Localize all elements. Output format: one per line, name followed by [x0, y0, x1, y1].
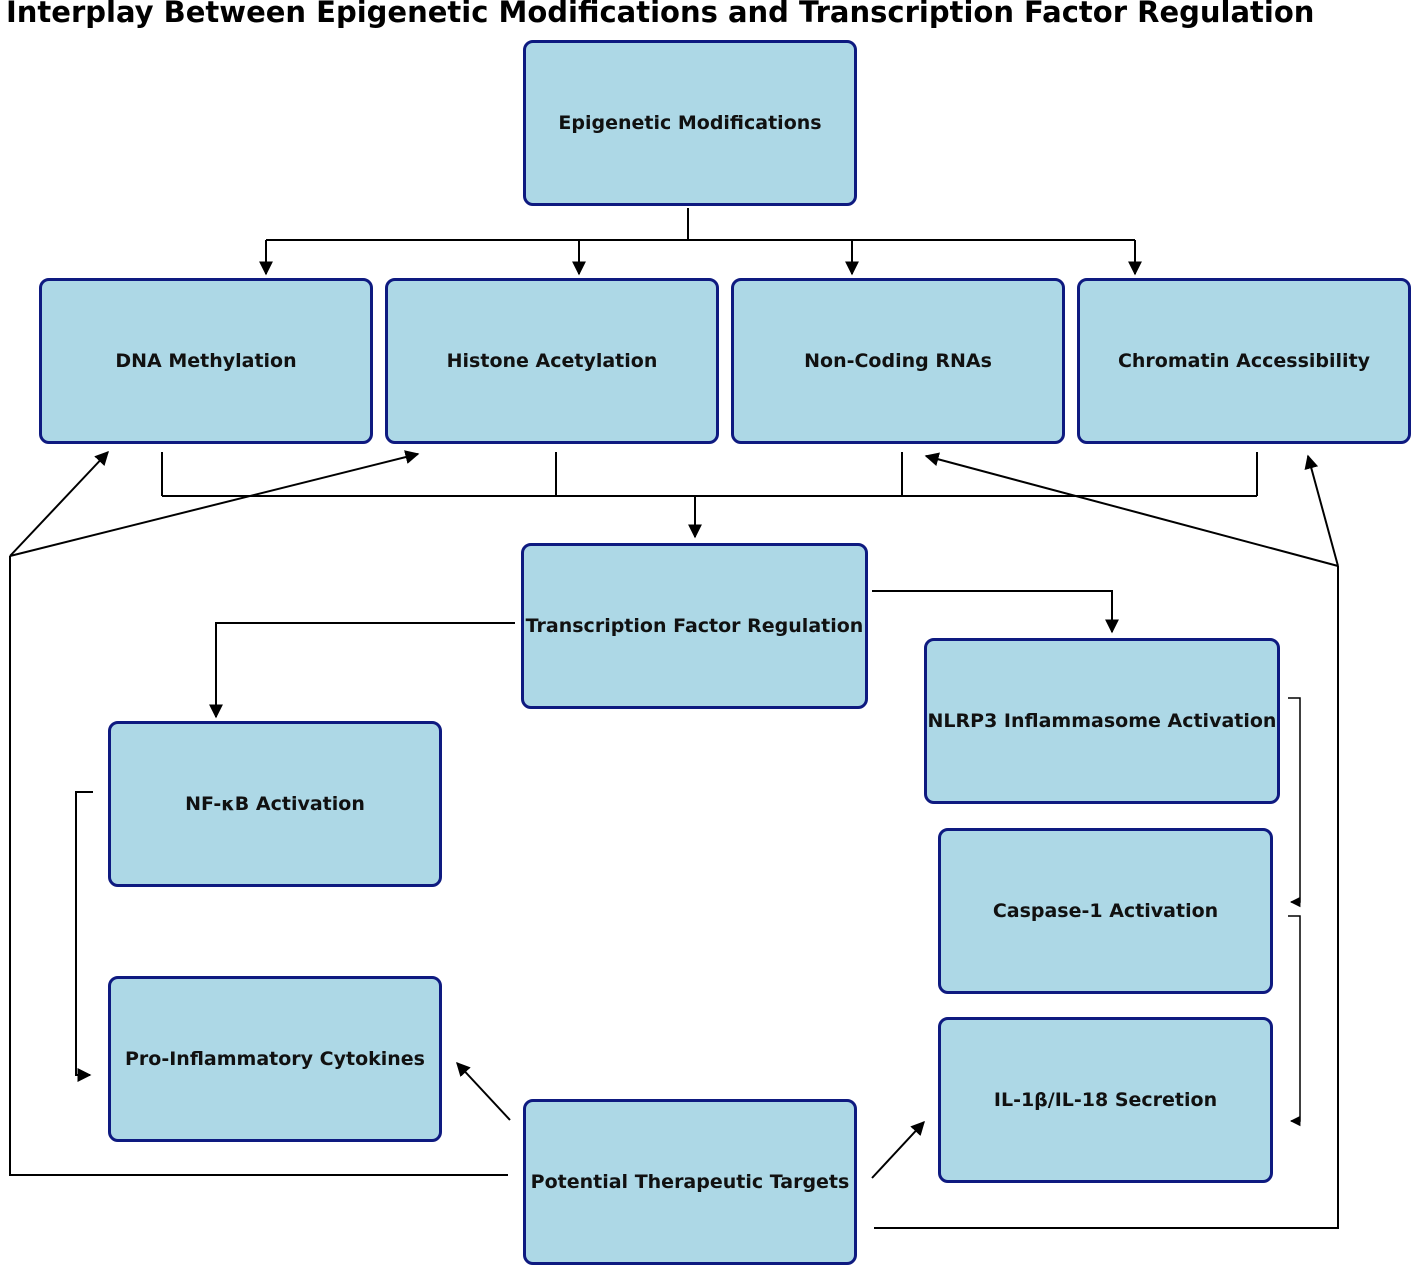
- node-nlrp3-inflammasome-activation: NLRP3 Inflammasome Activation: [924, 638, 1280, 804]
- node-il-1b-il-18-secretion: IL-1β/IL-18 Secretion: [938, 1017, 1273, 1183]
- edge-nfkb-to-cytokines: [75, 791, 93, 1082]
- edge-therapeutic-right-loop: [874, 566, 1339, 1229]
- diagram-title: Interplay Between Epigenetic Modificatio…: [6, 0, 1315, 29]
- node-pro-inflammatory-cytokines: Pro-Inflammatory Cytokines: [108, 976, 442, 1142]
- edge-therapeutic-to-chromatin: [1304, 454, 1339, 567]
- node-histone-acetylation: Histone Acetylation: [385, 278, 719, 444]
- node-epigenetic-modifications: Epigenetic Modifications: [523, 40, 857, 206]
- edge-nlrp3-to-caspase1: [1288, 697, 1301, 908]
- node-dna-methylation: DNA Methylation: [39, 278, 373, 444]
- node-potential-therapeutic-targets: Potential Therapeutic Targets: [523, 1099, 857, 1265]
- edge-tf-to-nfkb: [209, 622, 515, 719]
- edge-therapeutic-to-cytokines: [456, 1061, 511, 1121]
- edge-epigenetic-bus: [266, 208, 1135, 241]
- edge-therapeutic-left-loop: [9, 556, 508, 1176]
- node-nfkb-activation: NF-κB Activation: [108, 721, 442, 887]
- edge-therapeutic-to-histone-acetylation: [9, 450, 420, 557]
- node-non-coding-rnas: Non-Coding RNAs: [731, 278, 1065, 444]
- edge-therapeutic-to-dna-methylation: [9, 450, 109, 557]
- edge-modifications-merge: [161, 452, 1258, 497]
- edge-caspase1-to-il: [1288, 915, 1301, 1127]
- node-transcription-factor-regulation: Transcription Factor Regulation: [521, 543, 868, 709]
- edge-therapeutic-to-il: [871, 1120, 925, 1179]
- edge-tf-to-nlrp3: [872, 590, 1119, 634]
- node-caspase-1-activation: Caspase-1 Activation: [938, 828, 1273, 994]
- edge-therapeutic-to-non-coding: [924, 452, 1339, 567]
- node-chromatin-accessibility: Chromatin Accessibility: [1077, 278, 1411, 444]
